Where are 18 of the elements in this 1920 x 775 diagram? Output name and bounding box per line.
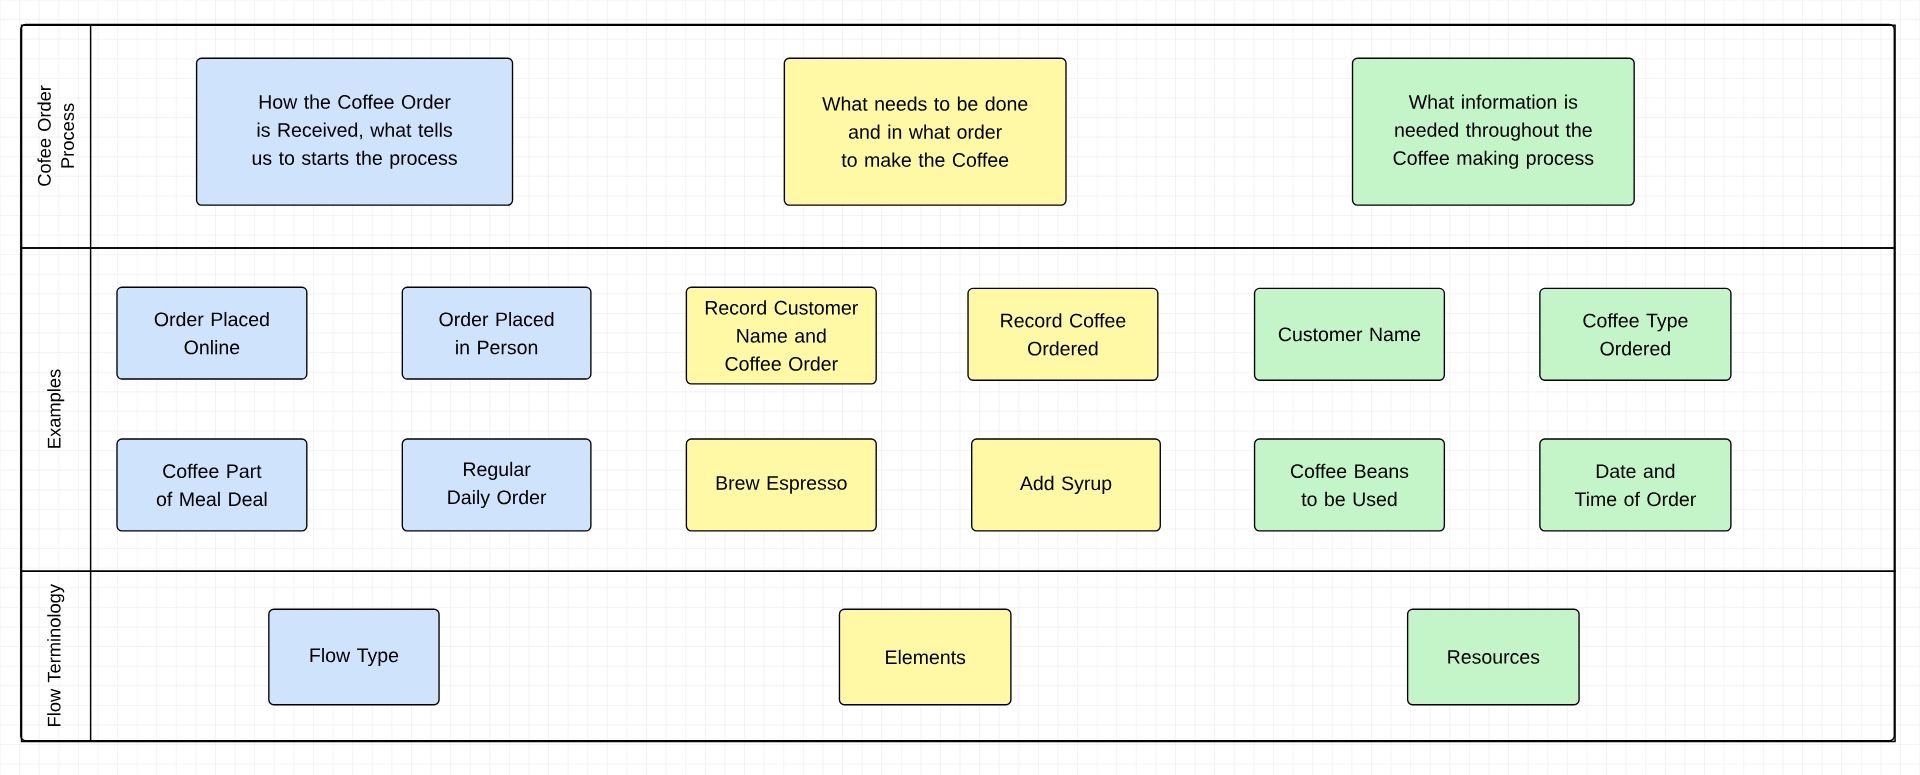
process-box: Coffee Beans to be Used <box>1253 438 1446 532</box>
process-box: Customer Name <box>1253 287 1446 381</box>
process-box: Flow Type <box>268 608 440 706</box>
process-box: Record Coffee Ordered <box>967 287 1159 381</box>
process-box: Add Syrup <box>971 438 1161 532</box>
process-box: What information is needed throughout the Coffee making process <box>1351 57 1635 206</box>
process-box: Resources <box>1406 608 1580 706</box>
process-box: How the Coffee Order is Received, what tells us to starts the process <box>195 57 514 206</box>
process-box: Regular Daily Order <box>401 438 592 532</box>
process-box: What needs to be done and in what order to make the Coffee <box>783 57 1067 206</box>
process-box: Order Placed in Person <box>401 286 592 380</box>
process-box: Brew Espresso <box>685 438 877 532</box>
process-box: Coffee Type Ordered <box>1539 287 1732 381</box>
process-box: Coffee Part of Meal Deal <box>116 438 308 532</box>
process-box: Order Placed Online <box>116 286 308 380</box>
process-box: Elements <box>838 608 1012 706</box>
process-box: Record Customer Name and Coffee Order <box>685 286 877 385</box>
process-box: Date and Time of Order <box>1539 438 1732 532</box>
